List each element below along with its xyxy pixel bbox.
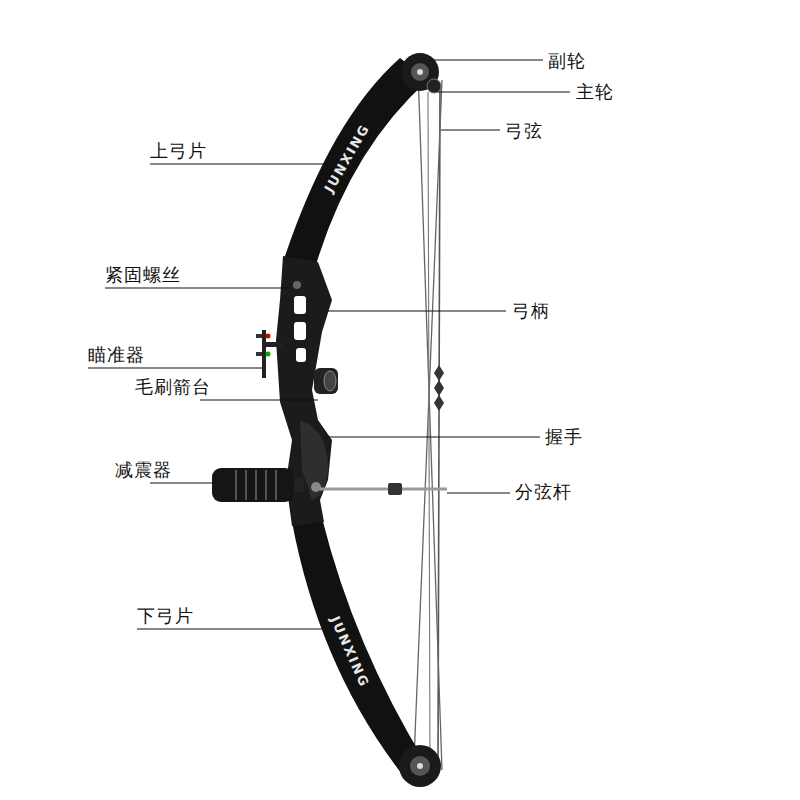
part-label: 弓弦 <box>505 120 543 141</box>
part-label: 减震器 <box>115 459 172 480</box>
leader-line <box>324 437 540 438</box>
leader-line <box>447 493 510 494</box>
riser-cutout <box>294 322 306 340</box>
sight <box>256 330 282 378</box>
stabilizer <box>212 468 304 502</box>
leader-line <box>200 400 318 401</box>
string-silencer <box>434 365 444 411</box>
leader-line <box>441 130 500 131</box>
part-label: 握手 <box>545 426 583 447</box>
leader-line <box>137 629 338 630</box>
riser-cutout <box>296 348 306 362</box>
part-label: 瞄准器 <box>88 344 145 365</box>
bow-strings <box>414 70 442 772</box>
grip-screw <box>311 482 321 492</box>
leader-line <box>325 311 506 312</box>
part-label: 紧固螺丝 <box>105 264 181 285</box>
lower-cam <box>399 745 441 787</box>
leader-line <box>150 483 214 484</box>
lower-limb <box>292 518 430 778</box>
leader-lines <box>88 60 570 629</box>
leader-line <box>150 164 332 165</box>
cable <box>428 92 430 772</box>
riser-cutout <box>294 296 306 314</box>
cable-guard <box>320 483 447 495</box>
part-label: 下弓片 <box>137 605 194 626</box>
part-label: 毛刷箭台 <box>135 376 211 397</box>
part-label: 主轮 <box>576 81 614 102</box>
upper-cam <box>401 53 441 93</box>
leader-line <box>105 288 290 289</box>
leader-line <box>88 368 262 369</box>
leader-line <box>430 60 543 61</box>
part-label: 上弓片 <box>150 140 207 161</box>
leader-line <box>437 92 570 93</box>
fastening-screw <box>293 281 301 289</box>
part-label: 副轮 <box>548 50 586 71</box>
upper-limb <box>283 58 428 268</box>
part-label: 分弦杆 <box>515 481 572 502</box>
part-label: 弓柄 <box>512 300 550 321</box>
brush-arrow-rest <box>314 368 338 394</box>
